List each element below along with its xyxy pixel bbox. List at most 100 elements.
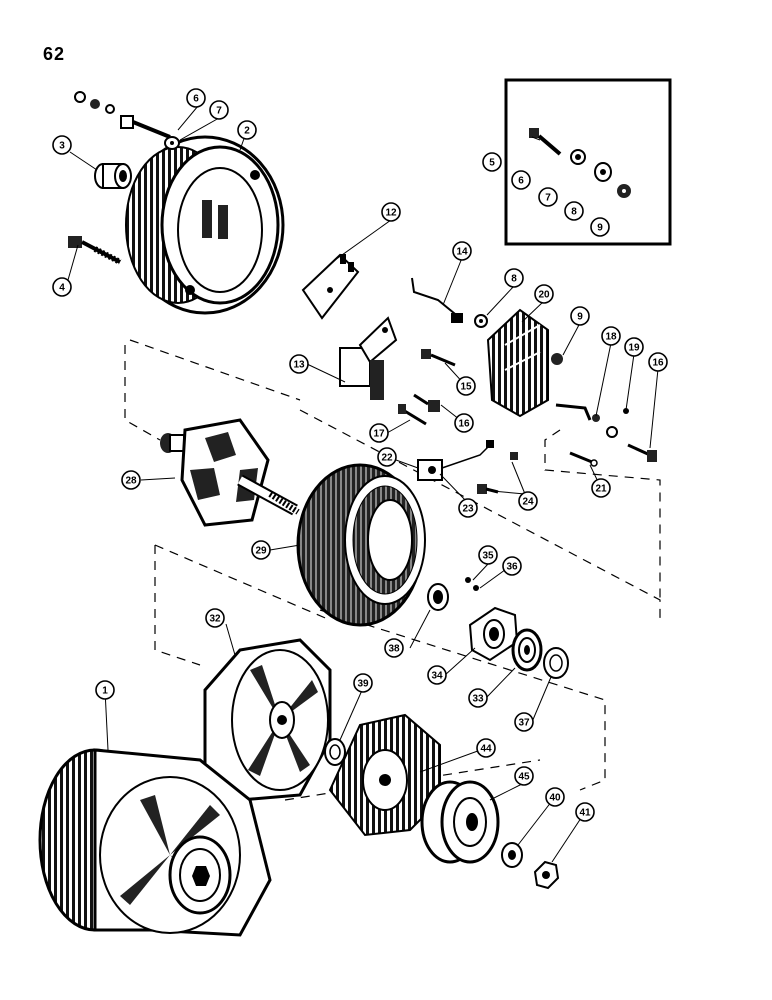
callout-6: 6	[186, 88, 206, 108]
brush-holder-part-13	[339, 316, 398, 400]
callout-18: 18	[601, 326, 621, 346]
pulley-part-45	[420, 780, 500, 864]
callout-label: 38	[388, 644, 400, 655]
screws-15-16-17	[398, 349, 456, 426]
callout-8: 8	[504, 268, 524, 288]
inset-box	[504, 78, 672, 246]
retainer-plate-part-34	[468, 606, 519, 662]
callout-label: 7	[216, 106, 222, 117]
callout-circle	[209, 100, 229, 120]
callout-label: 39	[357, 679, 369, 690]
washer-and-nut	[474, 314, 563, 365]
callout-circle	[468, 688, 488, 708]
callout-9: 9	[570, 306, 590, 326]
callout-circle	[570, 306, 590, 326]
callout-37: 37	[514, 712, 534, 732]
callout-circle	[458, 498, 478, 518]
callout-label: 40	[549, 793, 561, 804]
callout-circle	[575, 802, 595, 822]
callout-label: 8	[511, 274, 517, 285]
spacer-part-39	[324, 738, 346, 766]
bearing-part-3	[94, 163, 132, 189]
callout-circle	[534, 284, 554, 304]
callout-circle	[369, 423, 389, 443]
callout-circle	[502, 556, 522, 576]
callout-28: 28	[121, 470, 141, 490]
callout-label: 20	[538, 290, 550, 301]
slip-ring-end-frame	[125, 135, 285, 315]
callout-circle	[353, 673, 373, 693]
callout-32: 32	[205, 608, 225, 628]
callout-41: 41	[575, 802, 595, 822]
callout-label: 8	[571, 207, 577, 218]
callout-circle	[601, 326, 621, 346]
callout-circle	[377, 447, 397, 467]
drive-end-frame-part-32	[203, 638, 332, 802]
callout-label: 19	[628, 343, 640, 354]
callout-circle	[427, 665, 447, 685]
callout-circle	[186, 88, 206, 108]
callout-circle	[456, 376, 476, 396]
callout-7: 7	[538, 187, 558, 207]
seal-part-38	[427, 583, 449, 611]
callout-label: 6	[518, 176, 524, 187]
callout-13: 13	[289, 354, 309, 374]
callout-circle	[504, 268, 524, 288]
callout-35: 35	[478, 545, 498, 565]
callout-label: 7	[545, 193, 551, 204]
callout-label: 14	[456, 247, 468, 258]
callout-circle	[648, 352, 668, 372]
callout-label: 45	[518, 772, 530, 783]
callout-label: 16	[458, 419, 470, 430]
callout-19: 19	[624, 337, 644, 357]
callout-34: 34	[427, 665, 447, 685]
callout-circle	[384, 638, 404, 658]
callout-label: 24	[522, 497, 534, 508]
callout-circle	[454, 413, 474, 433]
diode-trio-part-18	[555, 403, 657, 462]
screws-35-36	[465, 577, 479, 591]
fan-part-44	[328, 713, 441, 837]
callout-circle	[511, 170, 531, 190]
callout-16: 16	[454, 413, 474, 433]
wire-part-14	[411, 277, 463, 323]
callout-circle	[52, 135, 72, 155]
callout-label: 21	[595, 484, 607, 495]
callout-23: 23	[458, 498, 478, 518]
callout-label: 13	[293, 360, 305, 371]
callout-label: 9	[577, 312, 583, 323]
callout-group: 1234566778899121314151616171819202122232…	[52, 88, 668, 822]
callout-label: 32	[209, 614, 221, 625]
callout-circle	[476, 738, 496, 758]
alternator-assembly-part-1	[38, 748, 272, 937]
callout-label: 2	[244, 126, 250, 137]
callout-9: 9	[590, 217, 610, 237]
callout-label: 22	[381, 453, 393, 464]
callout-circle	[381, 202, 401, 222]
callout-33: 33	[468, 688, 488, 708]
callout-label: 18	[605, 332, 617, 343]
callout-21: 21	[591, 478, 611, 498]
callout-label: 29	[255, 546, 267, 557]
callout-20: 20	[534, 284, 554, 304]
callout-circle	[514, 766, 534, 786]
callout-6: 6	[511, 170, 531, 190]
callout-label: 15	[460, 382, 472, 393]
callout-label: 3	[59, 141, 65, 152]
callout-label: 4	[59, 283, 65, 294]
callout-label: 17	[373, 429, 385, 440]
callout-5: 5	[482, 152, 502, 172]
callout-3: 3	[52, 135, 72, 155]
rectifier-bridge-part-20	[486, 308, 549, 418]
callout-17: 17	[369, 423, 389, 443]
page-number: 62	[43, 44, 66, 64]
callout-label: 34	[431, 671, 443, 682]
callout-40: 40	[545, 787, 565, 807]
callout-circle	[205, 608, 225, 628]
callout-circle	[237, 120, 257, 140]
callout-circle	[590, 217, 610, 237]
callout-circle	[538, 187, 558, 207]
callout-1: 1	[95, 680, 115, 700]
callout-label: 5	[489, 158, 495, 169]
